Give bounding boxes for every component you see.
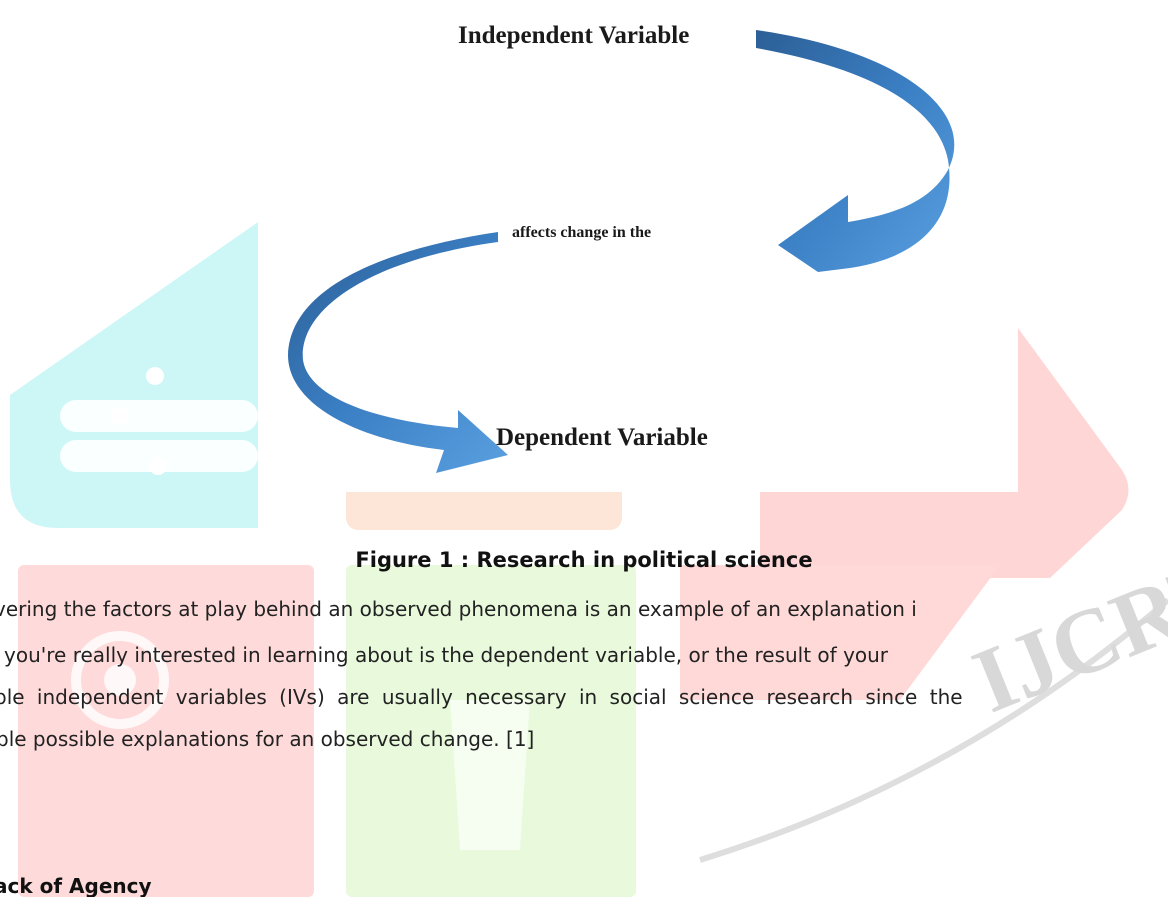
paragraph-line-2: you're really interested in learning abo… (4, 643, 889, 667)
label-affects-change: affects change in the (512, 224, 652, 241)
watermark-gray-arc (699, 597, 1168, 863)
watermark-cyan-shape (10, 222, 258, 528)
label-independent-variable: Independent Variable (458, 22, 690, 49)
arrow-top (756, 30, 955, 272)
watermark-orange-shape (346, 480, 622, 530)
watermark-red-lower (680, 565, 1000, 700)
paragraph-line-1: vering the factors at play behind an obs… (0, 597, 917, 621)
paragraph-line-3: ple independent variables (IVs) are usua… (0, 685, 963, 709)
figure-caption: Figure 1 : Research in political science (355, 548, 813, 572)
figure-diagram: Independent Variable affects change in t… (258, 0, 1018, 492)
paragraph-line-4: ble possible explanations for an observe… (0, 727, 535, 751)
label-dependent-variable: Dependent Variable (496, 424, 708, 451)
section-heading: ack of Agency (0, 874, 152, 897)
arrow-bottom (288, 232, 508, 473)
watermark-red-shape (760, 328, 1129, 578)
figure-arrows (288, 30, 955, 473)
